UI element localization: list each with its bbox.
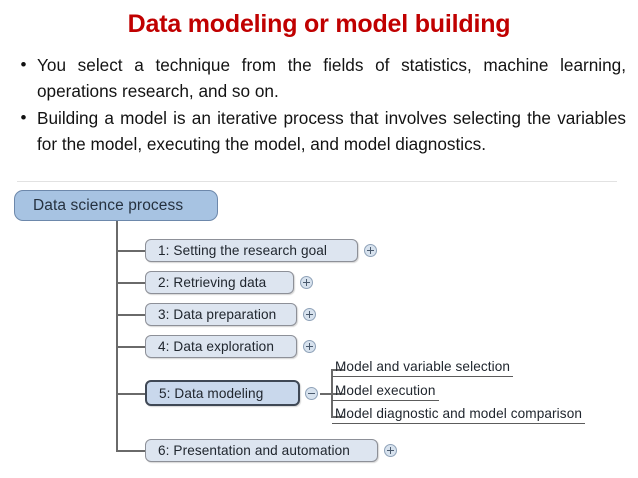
tree-subnode-model-and-variable-selection[interactable]: Model and variable selection — [332, 359, 514, 377]
tree-root-label: Data science process — [33, 196, 184, 214]
expand-toggle-step-3-plus-icon[interactable] — [303, 308, 316, 321]
tree-branch-connector — [116, 450, 145, 452]
expand-toggle-step-1-plus-icon[interactable] — [364, 244, 377, 257]
tree-node-step-6[interactable]: 6: Presentation and automation — [145, 439, 378, 462]
tree-node-step-5[interactable]: 5: Data modeling — [145, 380, 300, 406]
page-title: Data modeling or model building — [127, 10, 511, 38]
tree-subnode-label: Model diagnostic and model comparison — [335, 406, 583, 421]
subtree-branch-connector — [331, 416, 344, 418]
bullet-list: • You select a technique from the fields… — [10, 52, 628, 158]
bullet-marker-icon: • — [20, 108, 27, 127]
expand-toggle-step-4-plus-icon[interactable] — [303, 340, 316, 353]
tree-node-label: 5: Data modeling — [159, 385, 264, 401]
tree-node-step-4[interactable]: 4: Data exploration — [145, 335, 297, 358]
tree-subnode-label: Model execution — [335, 383, 436, 398]
tree-node-label: 3: Data preparation — [158, 307, 277, 322]
tree-subnode-model-diagnostic-and-comparison[interactable]: Model diagnostic and model comparison — [332, 406, 586, 424]
tree-node-step-3[interactable]: 3: Data preparation — [145, 303, 297, 326]
bullet-marker-icon: • — [20, 55, 27, 74]
tree-node-label: 2: Retrieving data — [158, 275, 267, 290]
tree-branch-connector — [116, 282, 145, 284]
tree-node-label: 4: Data exploration — [158, 339, 275, 354]
expand-toggle-step-6-plus-icon[interactable] — [384, 444, 397, 457]
tree-subnode-label: Model and variable selection — [335, 359, 511, 374]
subtree-branch-connector — [331, 393, 344, 395]
list-item: • You select a technique from the fields… — [10, 52, 628, 104]
subtree-branch-connector — [331, 369, 344, 371]
tree-node-label: 1: Setting the research goal — [158, 243, 328, 258]
tree-branch-connector — [116, 314, 145, 316]
bullet-text: You select a technique from the fields o… — [37, 55, 626, 101]
tree-trunk-connector — [116, 221, 118, 451]
tree-node-step-1[interactable]: 1: Setting the research goal — [145, 239, 358, 262]
tree-node-step-2[interactable]: 2: Retrieving data — [145, 271, 294, 294]
data-science-process-diagram: Data science process 1: Setting the rese… — [0, 181, 638, 478]
tree-branch-connector — [116, 346, 145, 348]
diagram-divider — [17, 181, 617, 182]
tree-root-node[interactable]: Data science process — [14, 190, 218, 221]
expand-toggle-step-2-plus-icon[interactable] — [300, 276, 313, 289]
tree-node-label: 6: Presentation and automation — [158, 443, 350, 458]
tree-branch-connector — [116, 250, 145, 252]
subtree-stub-connector — [320, 393, 332, 395]
tree-subnode-model-execution[interactable]: Model execution — [332, 383, 439, 401]
collapse-toggle-step-5-minus-icon[interactable] — [305, 387, 318, 400]
list-item: • Building a model is an iterative proce… — [10, 105, 628, 157]
bullet-text: Building a model is an iterative process… — [37, 108, 626, 154]
tree-branch-connector — [116, 393, 145, 395]
